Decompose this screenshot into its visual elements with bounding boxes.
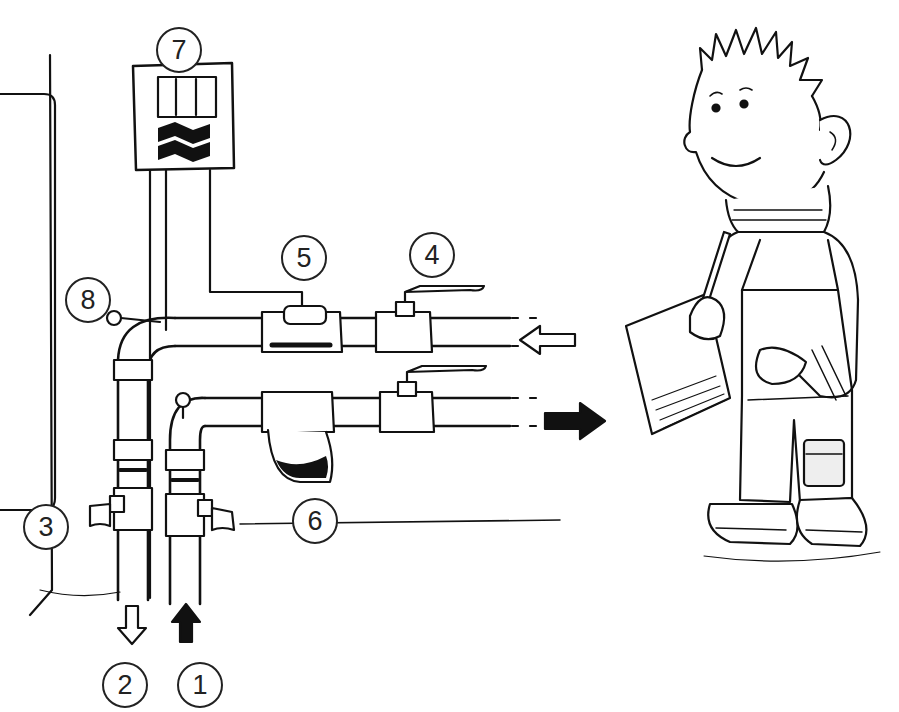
clipboard-lines bbox=[652, 376, 726, 428]
ear bbox=[820, 116, 850, 164]
overalls bbox=[740, 290, 852, 502]
pocket-flap bbox=[806, 453, 842, 455]
eyebrow bbox=[710, 88, 752, 96]
meter-display bbox=[158, 77, 216, 117]
pipe-joint bbox=[114, 360, 204, 470]
display-bars bbox=[176, 79, 196, 115]
heat-meter bbox=[133, 63, 234, 170]
floor-shadow bbox=[40, 590, 120, 596]
technician bbox=[626, 28, 880, 561]
shadow bbox=[704, 552, 880, 561]
inflow-arrow bbox=[172, 604, 200, 642]
temperature-sensor bbox=[107, 311, 121, 325]
temperature-sensor bbox=[176, 393, 190, 407]
callout-number: 8 bbox=[80, 287, 95, 314]
valve-lever bbox=[212, 508, 234, 530]
valve-stem bbox=[398, 382, 416, 396]
pipe-sleeve bbox=[262, 392, 334, 432]
flow-meter-head bbox=[284, 306, 326, 324]
callout-number: 3 bbox=[38, 514, 53, 541]
strap bbox=[742, 240, 838, 290]
callout-circle: 5 bbox=[281, 235, 327, 281]
pipe-shading bbox=[120, 470, 198, 480]
callout-circle: 1 bbox=[177, 662, 223, 708]
filter-shading bbox=[276, 456, 328, 478]
pipe-continuation bbox=[512, 398, 538, 426]
boot bbox=[797, 498, 867, 546]
valve-stem bbox=[396, 302, 414, 316]
callout-number: 4 bbox=[424, 242, 439, 269]
valve-lever bbox=[90, 504, 110, 526]
smile bbox=[712, 158, 760, 166]
callout-circle: 8 bbox=[65, 277, 111, 323]
valve-stem bbox=[198, 500, 212, 516]
head-back bbox=[812, 96, 821, 130]
callout-number: 1 bbox=[192, 672, 207, 699]
pocket bbox=[804, 440, 844, 486]
callout-number: 5 bbox=[296, 245, 311, 272]
sensor-stem bbox=[121, 318, 160, 322]
floor-line bbox=[240, 520, 560, 524]
hand bbox=[690, 297, 724, 339]
valve-stem bbox=[110, 496, 124, 512]
ball-valve bbox=[376, 312, 432, 352]
eye bbox=[741, 101, 748, 108]
callout-number: 2 bbox=[117, 672, 132, 699]
callout-number: 6 bbox=[307, 508, 322, 535]
ball-valve bbox=[380, 392, 434, 432]
hand bbox=[756, 348, 806, 384]
boot-sole bbox=[716, 528, 862, 532]
cuff bbox=[812, 346, 846, 400]
callout-circle: 6 bbox=[292, 498, 338, 544]
callout-circle: 4 bbox=[409, 232, 455, 278]
outflow-arrow bbox=[118, 606, 146, 644]
dirt-filter bbox=[268, 430, 332, 482]
ear-detail bbox=[830, 132, 836, 150]
face bbox=[684, 70, 824, 206]
callout-circle: 2 bbox=[102, 662, 148, 708]
callout-number: 7 bbox=[171, 37, 186, 64]
hair bbox=[700, 28, 822, 96]
eye bbox=[713, 105, 720, 112]
clipboard bbox=[626, 294, 730, 434]
valve-lever bbox=[405, 286, 484, 302]
valve-lever bbox=[407, 366, 486, 382]
turtleneck bbox=[726, 186, 830, 232]
pipe-shading bbox=[272, 343, 330, 348]
sensor-cable bbox=[150, 170, 166, 598]
boot bbox=[708, 504, 797, 544]
supply-arrow bbox=[545, 403, 605, 439]
return-arrow bbox=[520, 326, 575, 354]
callout-circle: 3 bbox=[23, 504, 69, 550]
supply-pipe bbox=[205, 398, 510, 426]
collar-ribs bbox=[732, 210, 826, 220]
sensor-stem bbox=[182, 407, 184, 418]
meter-symbol bbox=[158, 122, 210, 162]
arm bbox=[800, 376, 856, 397]
callout-circle: 7 bbox=[156, 27, 202, 73]
side-panel bbox=[0, 94, 55, 510]
